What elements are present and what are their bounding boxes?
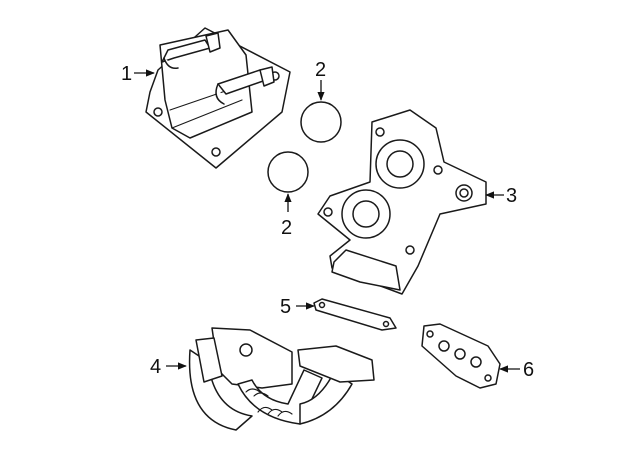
callout-5: 5	[280, 296, 291, 318]
part-2-o-ring-lower[interactable]	[267, 151, 309, 193]
callout-2-upper: 2	[315, 59, 326, 81]
part-5-gasket[interactable]	[313, 298, 397, 331]
callout-4: 4	[150, 356, 161, 378]
callout-3: 3	[506, 185, 517, 207]
part-3-cooler-housing[interactable]	[317, 109, 487, 295]
callout-1: 1	[121, 63, 132, 85]
part-2-o-ring-upper[interactable]	[300, 101, 342, 143]
part-4-oil-pipe[interactable]	[188, 327, 375, 431]
callout-2-lower: 2	[281, 217, 292, 239]
part-6-flange-gasket[interactable]	[421, 323, 501, 389]
callout-6: 6	[523, 359, 534, 381]
part-1-oil-cooler[interactable]	[145, 27, 291, 169]
leader-lines	[134, 69, 520, 373]
